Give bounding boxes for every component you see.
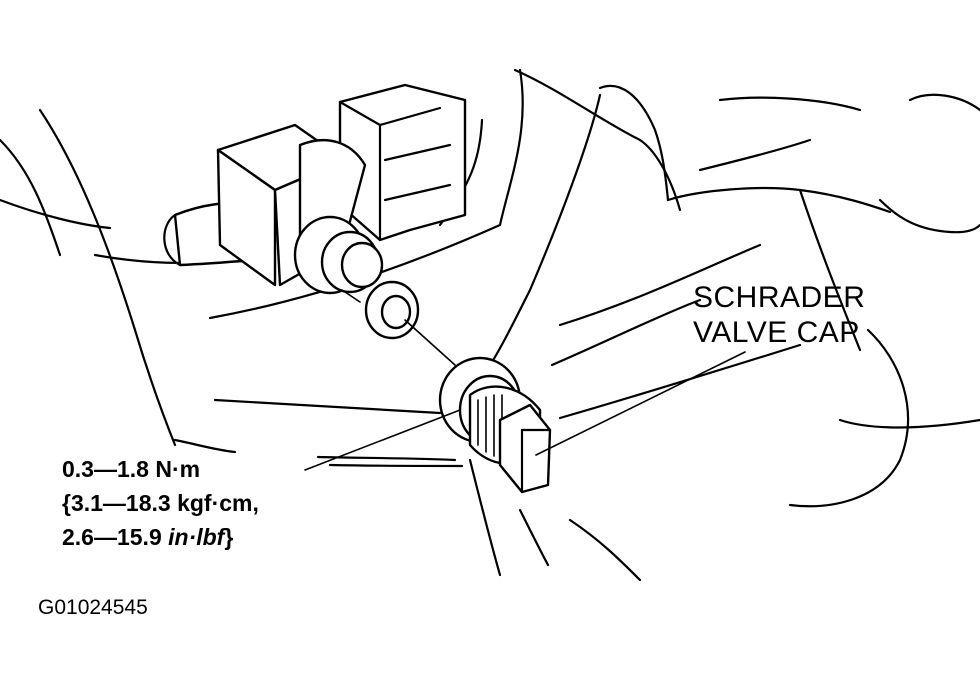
schrader-valve-cap-label: SCHRADER VALVE CAP — [693, 280, 865, 350]
valve-core — [341, 280, 456, 366]
torque-line-3-close: } — [224, 524, 234, 550]
figure-id: G01024545 — [38, 596, 148, 619]
torque-line-2: {3.1—18.3 kgf·cm, — [62, 490, 259, 516]
torque-specification: 0.3—1.8 N·m {3.1—18.3 kgf·cm, 2.6—15.9 i… — [62, 452, 259, 554]
torque-line-3-value: 2.6—15.9 — [62, 524, 169, 550]
torque-line-3: 2.6—15.9 in·lbf} — [62, 520, 259, 554]
torque-line-1: 0.3—1.8 N·m — [62, 456, 201, 482]
schrader-valve-cap-icon — [438, 356, 552, 494]
torque-line-3-unit: in·lbf — [168, 524, 225, 550]
callout-line-1: SCHRADER — [693, 281, 866, 314]
fitting-block — [216, 83, 467, 295]
callout-line-2: VALVE CAP — [693, 316, 860, 349]
leader-lines — [304, 351, 746, 471]
